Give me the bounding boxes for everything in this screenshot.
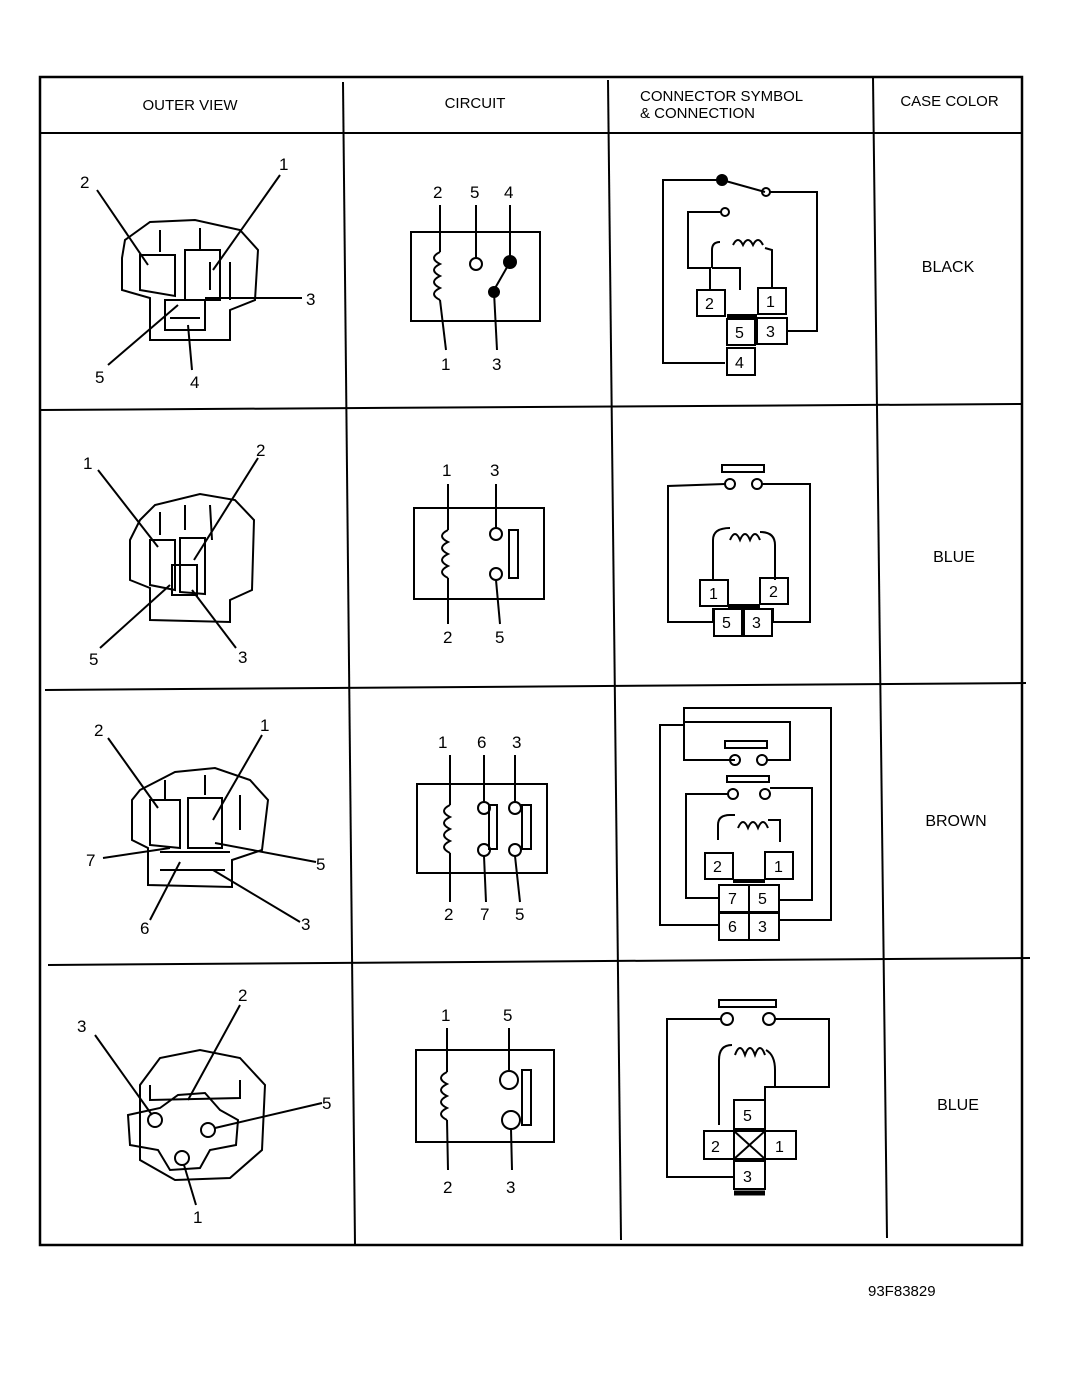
table-grid	[38, 75, 1031, 1247]
pin-label: 5	[735, 325, 744, 342]
pin-label: 1	[766, 294, 775, 311]
pin-label: 2	[444, 905, 453, 924]
connector-row1	[662, 174, 818, 376]
outer-view-row4-labels: 3 2 5 1	[77, 986, 331, 1227]
pin-label: 2	[769, 584, 778, 601]
pin-label: 5	[89, 650, 98, 669]
connector-row2	[667, 464, 811, 637]
pin-label: 6	[477, 733, 486, 752]
pin-label: 3	[506, 1178, 515, 1197]
case-color-row1: BLACK	[921, 259, 975, 276]
outer-view-row1	[96, 174, 302, 371]
outer-view-row1-labels: 2 1 3 5 4	[80, 155, 315, 392]
pin-label: 4	[735, 355, 744, 372]
connector-row4-labels: 5 2 1 3	[711, 1108, 784, 1186]
outer-view-row2	[97, 457, 259, 649]
pin-label: 3	[743, 1169, 752, 1186]
pin-label: 5	[322, 1094, 331, 1113]
header-outer-view: OUTER VIEW	[142, 97, 238, 114]
pin-label: 5	[515, 905, 524, 924]
figure-id: 93F83829	[868, 1283, 936, 1300]
pin-label: 2	[705, 296, 714, 313]
header-case-color: CASE COLOR	[900, 93, 999, 110]
circuit-row2	[413, 484, 545, 625]
connector-row4	[666, 999, 830, 1196]
pin-label: 5	[722, 615, 731, 632]
circuit-row1-labels: 2 5 4 1 3	[433, 183, 513, 374]
pin-label: 1	[83, 454, 92, 473]
pin-label: 7	[728, 891, 737, 908]
outer-view-row2-labels: 1 2 5 3	[83, 441, 265, 669]
pin-label: 2	[711, 1139, 720, 1156]
pin-label: 1	[193, 1208, 202, 1227]
header-connector-line1: CONNECTOR SYMBOL	[640, 88, 804, 105]
pin-label: 3	[758, 919, 767, 936]
pin-label: 3	[490, 461, 499, 480]
circuit-row2-labels: 1 3 2 5	[442, 461, 504, 647]
circuit-row3-labels: 1 6 3 2 7 5	[438, 733, 524, 924]
pin-label: 1	[775, 1139, 784, 1156]
outer-view-row3-labels: 2 1 7 5 6 3	[86, 716, 325, 938]
circuit-row4	[415, 1028, 555, 1171]
case-color-row2: BLUE	[933, 549, 975, 566]
pin-label: 3	[512, 733, 521, 752]
pin-label: 3	[306, 290, 315, 309]
pin-label: 1	[774, 859, 783, 876]
pin-label: 2	[713, 859, 722, 876]
pin-label: 3	[492, 355, 501, 374]
pin-label: 2	[256, 441, 265, 460]
header-connector-line2: & CONNECTION	[640, 105, 756, 122]
pin-label: 1	[260, 716, 269, 735]
connector-row3-labels: 2 1 7 5 6 3	[713, 859, 783, 936]
pin-label: 6	[728, 919, 737, 936]
pin-label: 4	[504, 183, 513, 202]
pin-label: 3	[77, 1017, 86, 1036]
pin-label: 3	[752, 615, 761, 632]
outer-view-row3	[102, 734, 317, 923]
circuit-row1	[410, 205, 541, 351]
pin-label: 2	[433, 183, 442, 202]
pin-label: 2	[94, 721, 103, 740]
pin-label: 1	[438, 733, 447, 752]
pin-label: 1	[709, 586, 718, 603]
pin-label: 1	[442, 461, 451, 480]
outer-view-row4	[94, 1004, 323, 1206]
pin-label: 3	[238, 648, 247, 667]
circuit-row3	[416, 755, 548, 903]
header-connector-symbol: CONNECTOR SYMBOL & CONNECTION	[640, 88, 840, 122]
pin-label: 5	[758, 891, 767, 908]
pin-label: 3	[766, 324, 775, 341]
pin-label: 5	[743, 1108, 752, 1125]
pin-label: 5	[503, 1006, 512, 1025]
pin-label: 5	[495, 628, 504, 647]
pin-label: 5	[316, 855, 325, 874]
case-color-row4: BLUE	[937, 1097, 979, 1114]
connector-row2-labels: 1 2 5 3	[709, 584, 778, 632]
pin-label: 1	[441, 1006, 450, 1025]
pin-label: 6	[140, 919, 149, 938]
pin-label: 5	[470, 183, 479, 202]
pin-label: 2	[80, 173, 89, 192]
pin-label: 1	[441, 355, 450, 374]
pin-label: 7	[480, 905, 489, 924]
pin-label: 2	[443, 628, 452, 647]
circuit-row4-labels: 1 5 2 3	[441, 1006, 515, 1197]
header-circuit: CIRCUIT	[444, 95, 506, 112]
pin-label: 5	[95, 368, 104, 387]
pin-label: 2	[238, 986, 247, 1005]
case-color-row3: BROWN	[925, 813, 987, 830]
pin-label: 3	[301, 915, 310, 934]
pin-label: 1	[279, 155, 288, 174]
connector-row1-labels: 2 1 5 3 4	[705, 294, 775, 372]
connector-row3	[659, 707, 832, 941]
pin-label: 2	[443, 1178, 452, 1197]
pin-label: 4	[190, 373, 199, 392]
pin-label: 7	[86, 851, 95, 870]
